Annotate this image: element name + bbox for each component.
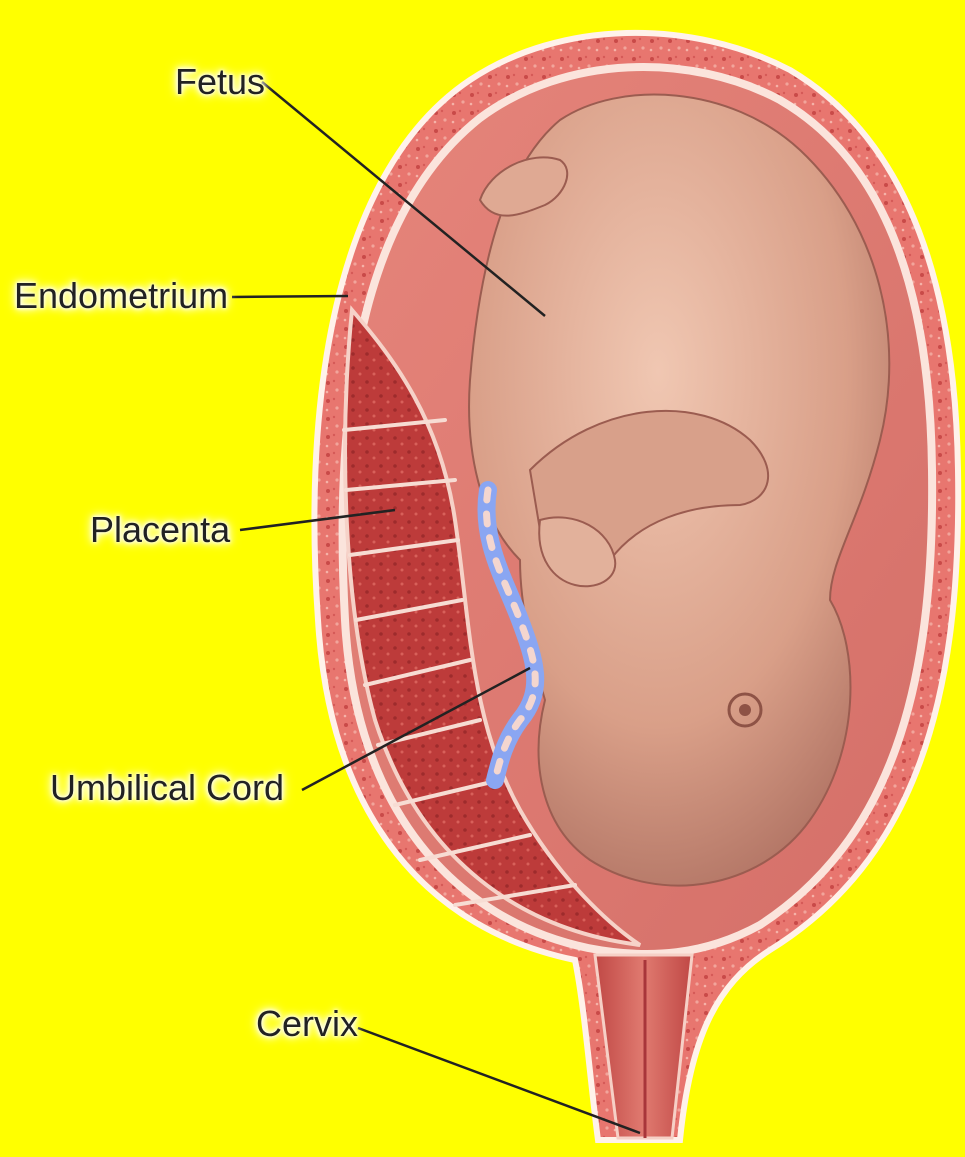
fetus-label: Fetus [175, 64, 265, 100]
cervix-label: Cervix [256, 1006, 358, 1042]
umbilical-cord-label: Umbilical Cord [50, 770, 284, 806]
endometrium-leader-line [232, 296, 348, 297]
placenta-label: Placenta [90, 512, 230, 548]
endometrium-label: Endometrium [14, 278, 228, 314]
